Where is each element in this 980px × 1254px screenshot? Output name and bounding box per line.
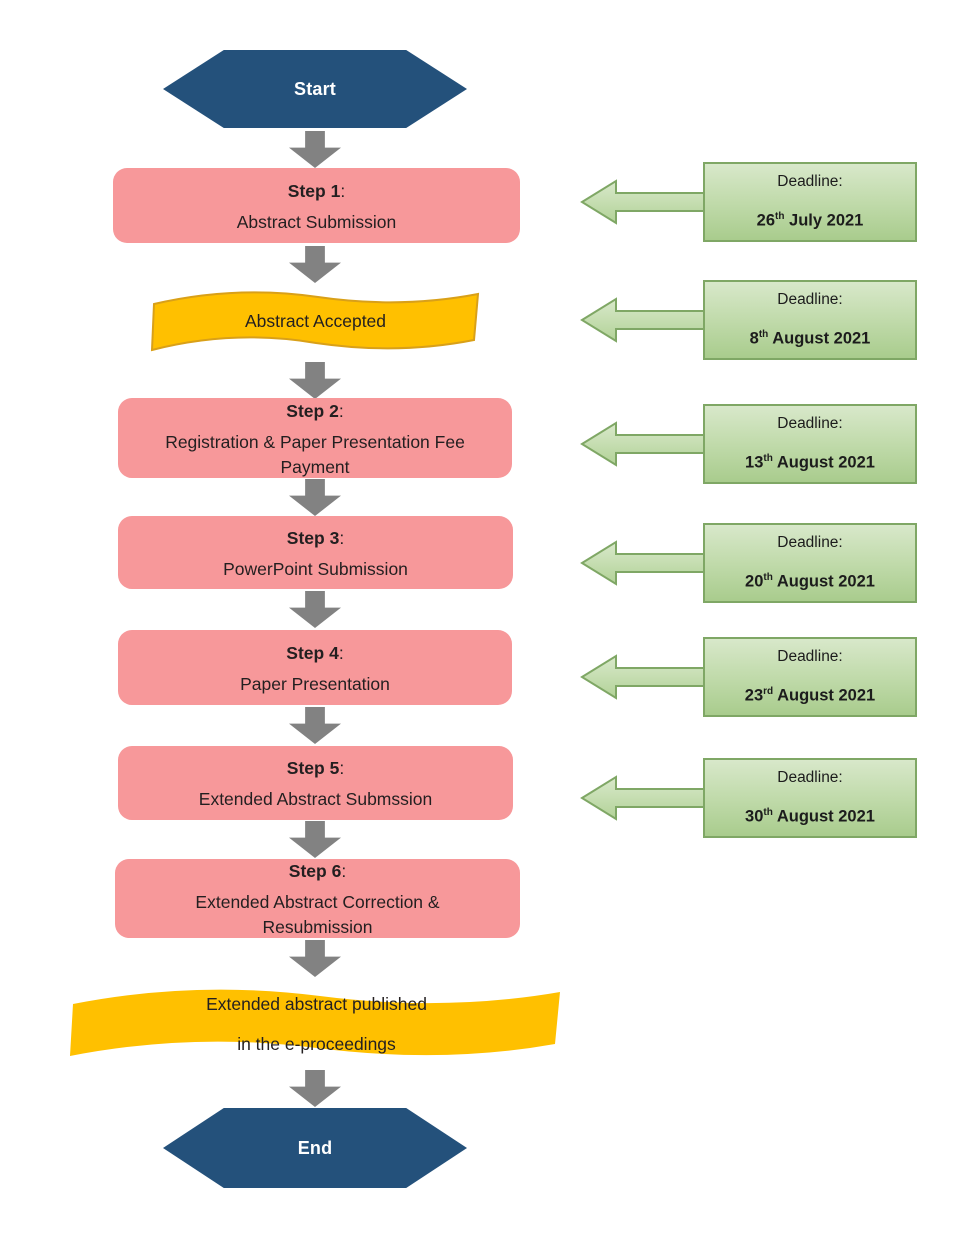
published-line-1: Extended abstract published [206, 994, 427, 1014]
down-arrow-icon [289, 940, 341, 977]
step-5-desc: Extended Abstract Submssion [198, 789, 433, 809]
step-3-desc: PowerPoint Submission [223, 558, 408, 579]
step-3-title: Step 3 [286, 527, 340, 548]
deadline-callout-3: Deadline: 13th August 2021 [580, 404, 920, 484]
deadline-date: 26th July 2021 [756, 211, 864, 230]
step-2-title: Step 2 [286, 400, 339, 421]
deadline-date: 20th August 2021 [745, 572, 875, 591]
wave-shape [150, 291, 480, 352]
deadline-date: 13th August 2021 [745, 453, 875, 472]
step-5-title: Step 5 [286, 758, 340, 778]
left-arrow-icon [580, 654, 712, 700]
step-6-desc: Extended Abstract Correction & Resubmiss… [195, 892, 440, 937]
deadline-callout-5: Deadline: 23rd August 2021 [580, 637, 920, 717]
down-arrow-icon [289, 479, 341, 516]
start-node: Start [163, 50, 467, 128]
deadline-label: Deadline: [777, 648, 843, 666]
left-arrow-icon [580, 179, 712, 225]
down-arrow-icon [289, 1070, 341, 1107]
down-arrow-icon [289, 362, 341, 399]
down-arrow-icon [289, 246, 341, 283]
deadline-label: Deadline: [777, 534, 843, 552]
deadline-date: 23rd August 2021 [744, 686, 876, 705]
left-arrow-icon [580, 297, 712, 343]
abstract-accepted-label: Abstract Accepted [244, 311, 387, 331]
wave-shape [70, 989, 560, 1056]
start-label: Start [293, 78, 336, 99]
left-arrow-icon [580, 421, 712, 467]
down-arrow-icon [289, 821, 341, 858]
step-1-colon: : [340, 180, 346, 201]
end-label: End [297, 1137, 333, 1158]
step-2-box: Step 2: Registration & Paper Presentatio… [118, 398, 512, 478]
step-3-box: Step 3: PowerPoint Submission [118, 516, 513, 589]
deadline-label: Deadline: [777, 415, 843, 433]
step-2-colon: : [338, 400, 344, 421]
step-4-colon: : [338, 642, 344, 663]
step-3-colon: : [339, 527, 345, 548]
step-2-desc: Registration & Paper Presentation Fee Pa… [165, 431, 465, 477]
deadline-callout-2: Deadline: 8th August 2021 [580, 280, 920, 360]
deadline-callout-1: Deadline: 26th July 2021 [580, 162, 920, 242]
step-1-desc: Abstract Submission [236, 211, 397, 232]
step-1-box: Step 1: Abstract Submission [113, 168, 520, 243]
step-1-title: Step 1 [287, 180, 341, 201]
step-6-title: Step 6 [288, 861, 342, 881]
step-5-colon: : [339, 758, 345, 778]
down-arrow-icon [289, 131, 341, 168]
step-4-title: Step 4 [286, 642, 339, 663]
end-node: End [163, 1108, 467, 1188]
deadline-callout-6: Deadline: 30th August 2021 [580, 758, 920, 838]
published-line-2: in the e-proceedings [237, 1034, 396, 1054]
step-5-box: Step 5: Extended Abstract Submssion [118, 746, 513, 820]
step-6-colon: : [341, 861, 347, 881]
step-6-box: Step 6: Extended Abstract Correction & R… [115, 859, 520, 938]
step-4-desc: Paper Presentation [240, 673, 390, 694]
step-4-box: Step 4: Paper Presentation [118, 630, 512, 705]
down-arrow-icon [289, 591, 341, 628]
published-wave: Extended abstract published in the e-pro… [65, 978, 568, 1070]
left-arrow-icon [580, 540, 712, 586]
deadline-date: 8th August 2021 [749, 329, 871, 348]
deadline-date: 30th August 2021 [745, 807, 875, 826]
left-arrow-icon [580, 775, 712, 821]
abstract-accepted-wave: Abstract Accepted [148, 283, 483, 360]
deadline-label: Deadline: [777, 769, 843, 787]
down-arrow-icon [289, 707, 341, 744]
deadline-callout-4: Deadline: 20th August 2021 [580, 523, 920, 603]
deadline-label: Deadline: [777, 291, 843, 309]
deadline-label: Deadline: [777, 173, 843, 191]
